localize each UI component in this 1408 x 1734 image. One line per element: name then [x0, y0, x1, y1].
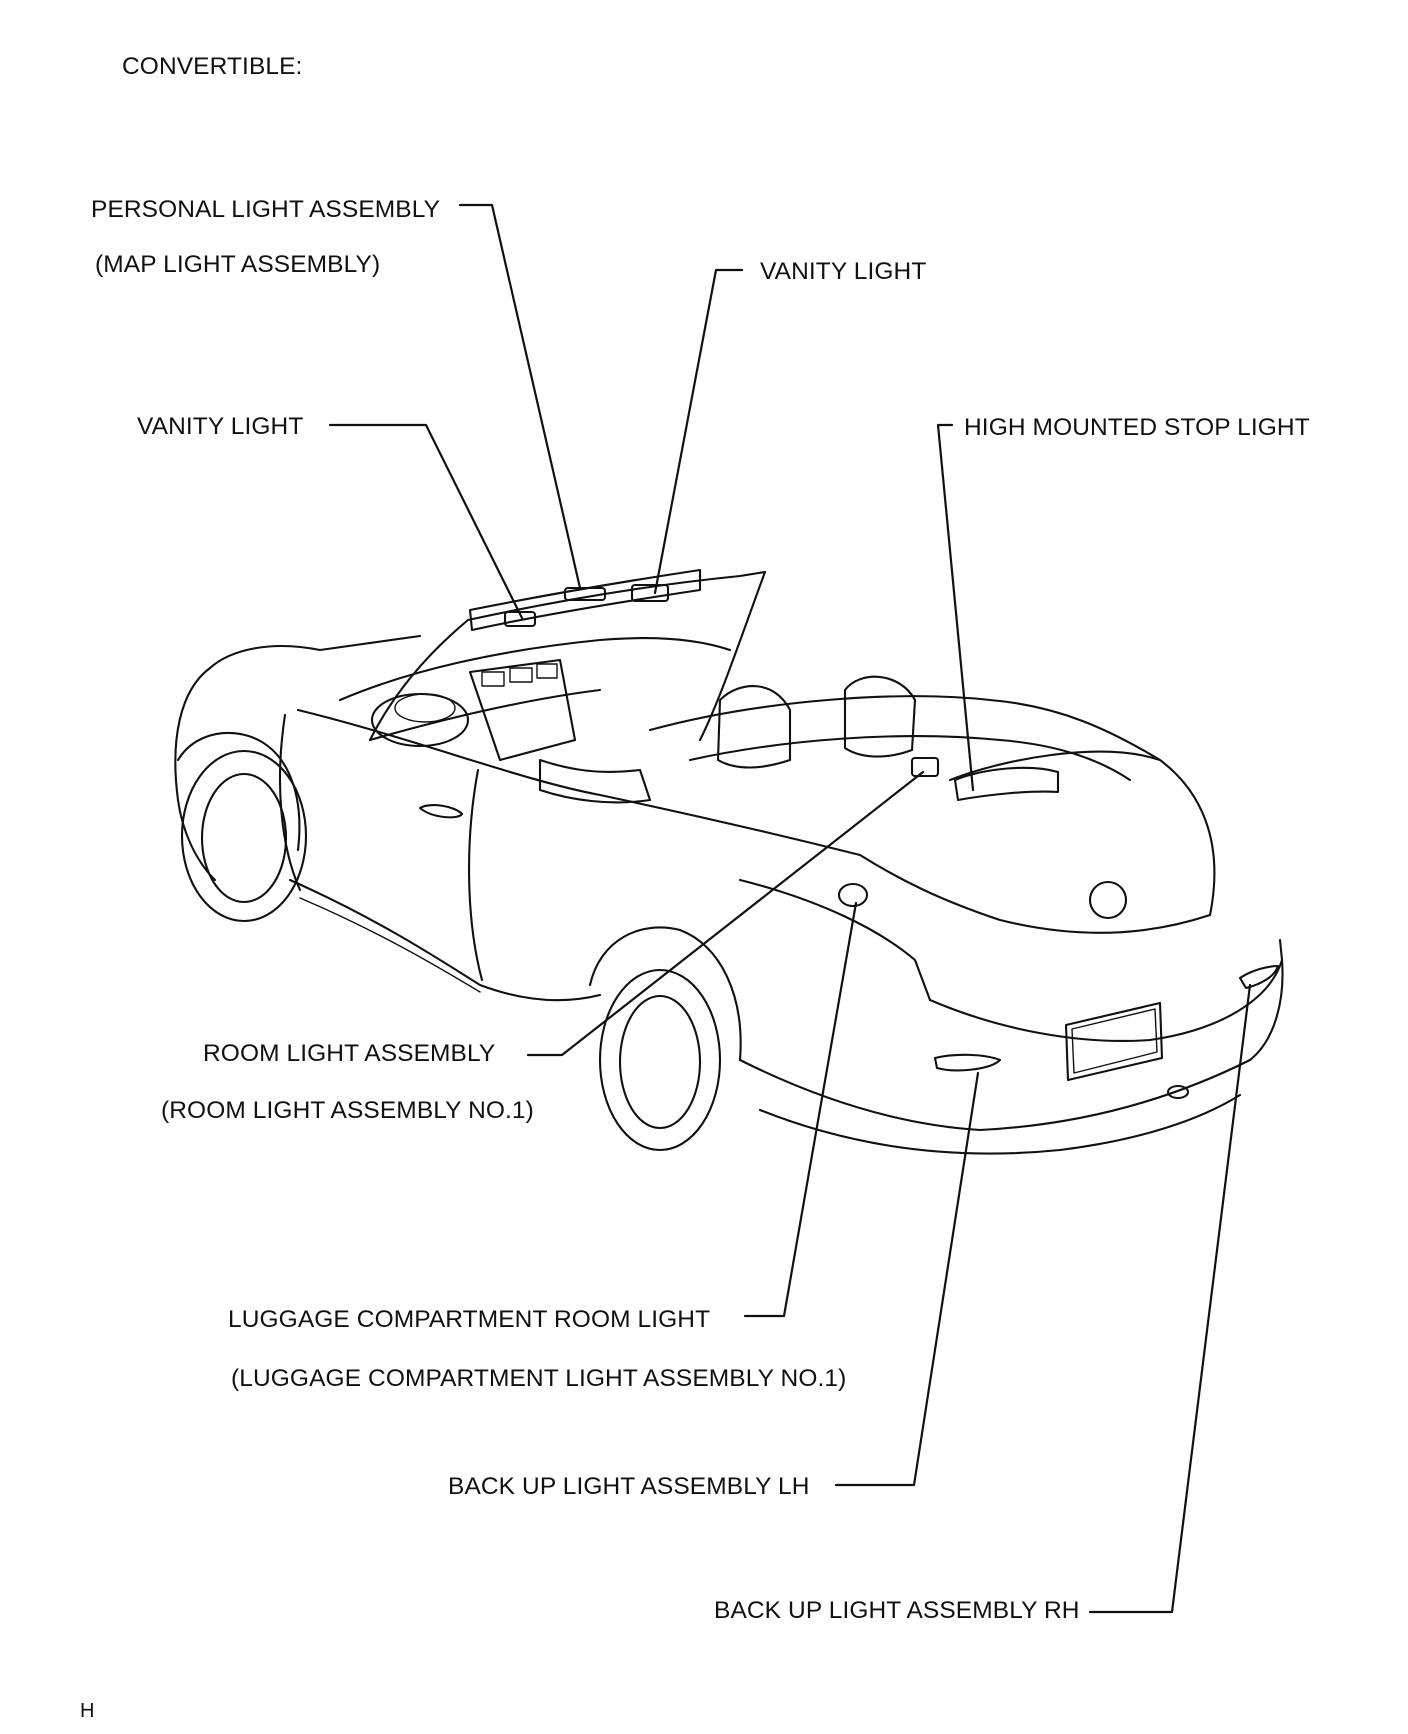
door-handle: [418, 804, 464, 819]
rear-fender-arch: [588, 926, 742, 1062]
side-beltline: [296, 708, 862, 857]
bumper-valance: [758, 1093, 1242, 1155]
center-vent-3: [536, 663, 558, 679]
door-line-front: [278, 713, 302, 892]
luggage-light-lamp: [837, 882, 869, 908]
label-room-light-sub: (ROOM LIGHT ASSEMBLY NO.1): [161, 1097, 534, 1124]
exhaust-tip: [1166, 1084, 1190, 1100]
label-personal-light: PERSONAL LIGHT ASSEMBLY: [91, 196, 441, 223]
center-vent-2: [509, 667, 533, 683]
front-wheel-outer: [180, 749, 308, 923]
rear-bumper: [928, 938, 1284, 1042]
map-light-lamp: [563, 586, 607, 602]
leader-luggage-light: [743, 901, 858, 1318]
windshield-frame: [368, 618, 470, 742]
license-plate-inner: [1071, 1008, 1158, 1074]
trunk-deck-top: [858, 853, 1212, 934]
leader-room-light: [526, 770, 925, 1057]
page-code: H: [80, 1700, 95, 1722]
leader-backup-light-rh: [1088, 983, 1252, 1614]
page-heading: CONVERTIBLE:: [122, 53, 303, 80]
rear-quarter: [738, 878, 932, 1002]
dashboard-lower: [368, 688, 602, 742]
header-console: [468, 568, 702, 632]
leader-lines: [328, 203, 1252, 1614]
seat-right: [843, 675, 917, 758]
room-light-lamp: [910, 756, 940, 778]
leader-high-mounted-stop: [936, 423, 975, 792]
front-nose: [174, 666, 217, 882]
label-backup-light-lh: BACK UP LIGHT ASSEMBLY LH: [448, 1473, 810, 1500]
car-body: [174, 634, 1284, 1155]
license-plate: [1064, 1001, 1164, 1082]
rear-wheel-inner: [618, 994, 702, 1130]
tonneau-cover: [688, 735, 1132, 782]
backup-light-rh: [1238, 964, 1280, 990]
backup-light-lh: [933, 1053, 1002, 1072]
label-personal-light-sub: (MAP LIGHT ASSEMBLY): [95, 251, 381, 278]
steering-wheel: [370, 692, 470, 748]
vanity-light-right-lamp: [630, 583, 670, 603]
leader-personal-light: [458, 203, 582, 590]
high-mounted-stop-lamp: [953, 766, 1060, 802]
center-vent-1: [481, 671, 505, 687]
rear-wheel-outer: [598, 968, 722, 1152]
label-high-mounted-stop-light: HIGH MOUNTED STOP LIGHT: [964, 414, 1310, 441]
front-wheel-inner: [200, 772, 288, 904]
label-room-light: ROOM LIGHT ASSEMBLY: [203, 1040, 496, 1067]
windshield-pillar-right: [698, 570, 767, 742]
trunk-lid: [948, 750, 1216, 917]
vanity-light-left-lamp: [503, 610, 537, 628]
cabin-interior: [338, 568, 1132, 908]
rocker-line: [299, 897, 481, 993]
bumper-lower: [738, 958, 1284, 1132]
label-vanity-light-left: VANITY LIGHT: [137, 413, 304, 440]
front-fender: [176, 731, 301, 852]
door-line-rear: [467, 768, 484, 982]
label-luggage-light: LUGGAGE COMPARTMENT ROOM LIGHT: [228, 1306, 711, 1333]
center-stack: [468, 658, 577, 762]
leader-vanity-light-left: [328, 423, 524, 620]
label-luggage-light-sub: (LUGGAGE COMPARTMENT LIGHT ASSEMBLY NO.1…: [231, 1365, 847, 1392]
rear-deck-surface: [648, 695, 1162, 762]
dashboard-top: [338, 636, 732, 702]
instrument-cluster: [394, 693, 456, 723]
rear-emblem: [1088, 880, 1128, 920]
leader-backup-light-lh: [834, 1071, 980, 1487]
rocker-panel: [288, 878, 602, 1002]
label-vanity-light-right: VANITY LIGHT: [760, 258, 927, 285]
hood-outline: [208, 634, 422, 670]
leader-vanity-light-right: [653, 268, 744, 595]
center-console: [538, 758, 652, 804]
label-backup-light-rh: BACK UP LIGHT ASSEMBLY RH: [714, 1597, 1080, 1624]
seat-left: [716, 685, 792, 769]
